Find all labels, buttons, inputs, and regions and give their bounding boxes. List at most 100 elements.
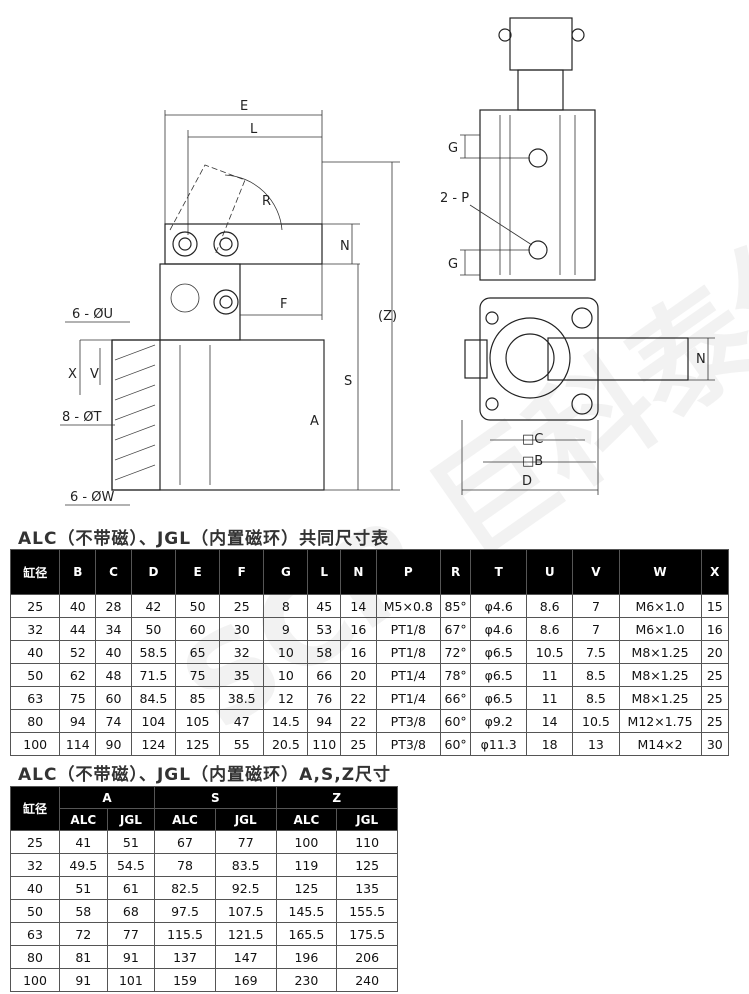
table-cell: φ11.3 <box>470 732 528 756</box>
table-cell: 104 <box>130 709 177 733</box>
table-cell: 25 <box>9 594 61 618</box>
top-view: N □C □B D <box>461 297 715 495</box>
table-cell: 8.5 <box>572 663 620 687</box>
table-cell: 52 <box>59 640 97 664</box>
table-cell: 78° <box>439 663 472 687</box>
table1-header-L: L <box>307 549 342 595</box>
table-cell: 50 <box>9 663 61 687</box>
table-cell: 51 <box>59 876 108 900</box>
table2-subheader: ALC <box>154 808 216 831</box>
table1-header-V: V <box>572 549 620 595</box>
table-cell: 12 <box>263 686 309 710</box>
table-cell: 8 <box>263 594 309 618</box>
table1-header-F: F <box>219 549 265 595</box>
table2-group-header-row: 缸径 A S Z <box>10 786 399 831</box>
table-cell: 25 <box>340 732 377 756</box>
table-cell: 53 <box>307 617 342 641</box>
table-cell: 100 <box>275 830 338 854</box>
table-cell: 10 <box>263 640 309 664</box>
table2-subheader: ALC <box>275 808 338 831</box>
table-cell: 74 <box>95 709 132 733</box>
table-cell: 50 <box>10 899 60 923</box>
table-cell: 68 <box>106 899 156 923</box>
table-cell: 75 <box>175 663 221 687</box>
dim-Z-label: (Z) <box>378 309 397 324</box>
table-cell: 80 <box>10 945 60 969</box>
table-cell: 18 <box>526 732 574 756</box>
table-cell: 67 <box>154 830 216 854</box>
table-cell: M12×1.75 <box>618 709 702 733</box>
table-cell: 97.5 <box>154 899 216 923</box>
table1-header-B: B <box>59 549 97 595</box>
table-cell: 15 <box>700 594 730 618</box>
table-cell: 40 <box>10 876 60 900</box>
table-cell: 30 <box>700 732 730 756</box>
table-cell: 7 <box>572 617 620 641</box>
table-cell: φ6.5 <box>470 686 528 710</box>
table-cell: 28 <box>95 594 132 618</box>
table-cell: M6×1.0 <box>618 594 702 618</box>
table-cell: 67° <box>439 617 472 641</box>
table-cell: 125 <box>275 876 338 900</box>
table-cell: φ9.2 <box>470 709 528 733</box>
table-cell: 58 <box>59 899 108 923</box>
dim-L-label: L <box>250 122 258 137</box>
table-cell: 41 <box>59 830 108 854</box>
table-cell: 110 <box>336 830 398 854</box>
table2-header-A: A <box>58 786 156 809</box>
table-cell: 50 <box>175 594 221 618</box>
dim-B-label: □B <box>522 454 543 469</box>
table-cell: 72 <box>59 922 108 946</box>
table-cell: 9 <box>263 617 309 641</box>
table-cell: 51 <box>106 830 156 854</box>
table1-header-W: W <box>618 549 702 595</box>
table-cell: 63 <box>9 686 61 710</box>
section1-title: ALC（不带磁）、JGL（内置磁环）共同尺寸表 <box>18 529 390 549</box>
table-cell: 155.5 <box>336 899 398 923</box>
table-cell: 90 <box>95 732 132 756</box>
dim-A-label: A <box>310 414 319 429</box>
dim-E-label: E <box>240 99 248 114</box>
table-cell: M6×1.0 <box>618 617 702 641</box>
table-cell: 54.5 <box>106 853 156 877</box>
table-cell: 16 <box>700 617 730 641</box>
table-cell: 85° <box>439 594 472 618</box>
table-cell: 124 <box>130 732 177 756</box>
table1-header-E: E <box>175 549 221 595</box>
table-cell: 60° <box>439 732 472 756</box>
table1-header-row: 缸径 B C D E F G L N P R T U V W X <box>9 549 730 595</box>
table-cell: 35 <box>219 663 265 687</box>
table-cell: 81 <box>59 945 108 969</box>
table-cell: 71.5 <box>130 663 177 687</box>
table2-subheader: JGL <box>214 808 277 831</box>
table-cell: 10.5 <box>572 709 620 733</box>
table-cell: 105 <box>175 709 221 733</box>
table-cell: 40 <box>59 594 97 618</box>
table-cell: 38.5 <box>219 686 265 710</box>
table-cell: 84.5 <box>130 686 177 710</box>
table-cell: PT3/8 <box>375 732 441 756</box>
table-cell: 77 <box>214 830 277 854</box>
table-cell: 115.5 <box>154 922 216 946</box>
table-cell: 85 <box>175 686 221 710</box>
table-cell: 20.5 <box>263 732 309 756</box>
table-cell: 94 <box>59 709 97 733</box>
dim-F-label: F <box>280 297 287 312</box>
dim-X-label: X <box>68 367 77 382</box>
table-cell: 55 <box>219 732 265 756</box>
dim-N-label: N <box>340 239 350 254</box>
table-cell: 240 <box>336 968 398 992</box>
table-cell: 7.5 <box>572 640 620 664</box>
dim-G-bottom-label: G <box>448 257 458 272</box>
table-cell: 61 <box>106 876 156 900</box>
table-cell: 94 <box>307 709 342 733</box>
table-cell: M8×1.25 <box>618 663 702 687</box>
table-cell: 206 <box>336 945 398 969</box>
